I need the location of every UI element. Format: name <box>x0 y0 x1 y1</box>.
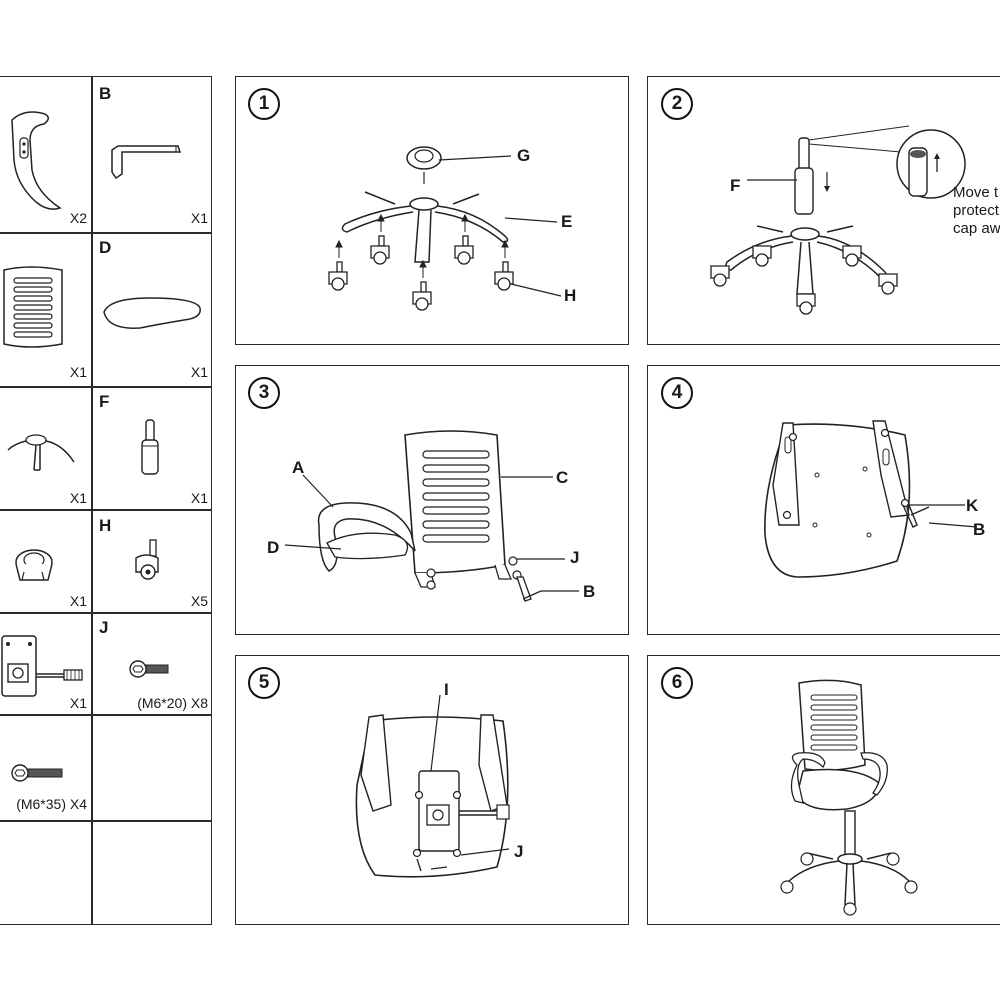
step-1-label-h: H <box>564 286 577 305</box>
step-5-number: 5 <box>248 667 280 699</box>
part-qty-k: (M6*35) X4 <box>16 796 87 812</box>
step-5-diagram <box>355 694 510 878</box>
backrest-part-drawing <box>3 266 63 348</box>
part-qty-h: X5 <box>190 593 208 609</box>
step-3-diagram <box>284 430 579 602</box>
part-letter-j: J <box>99 618 109 637</box>
bolt-m6-35-drawing <box>11 764 63 782</box>
step-1-diagram <box>328 146 562 311</box>
step-6-number: 6 <box>661 667 693 699</box>
part-qty-d: X1 <box>190 364 208 380</box>
part-qty-i: X1 <box>69 695 87 711</box>
step-6-diagram <box>780 679 918 916</box>
step-2-label-f: F <box>730 176 741 195</box>
step-2-number: 2 <box>661 88 693 120</box>
part-qty-f: X1 <box>190 490 208 506</box>
part-cell-empty-3 <box>91 820 212 925</box>
part-letter-h: H <box>99 516 112 535</box>
part-cell-i <box>0 612 93 716</box>
mechanism-part-drawing <box>1 635 83 697</box>
step-3-label-j: J <box>570 548 580 567</box>
step-2-panel <box>647 76 1000 345</box>
step-4-diagram <box>764 420 978 578</box>
step-1-label-e: E <box>561 212 573 231</box>
part-cell-c <box>0 232 93 388</box>
step-4-number: 4 <box>661 377 693 409</box>
part-qty-e: X1 <box>69 490 87 506</box>
step-5-label-i: I <box>444 680 449 699</box>
step-4-label-k: K <box>966 496 979 515</box>
step-1-label-g: G <box>517 146 531 165</box>
gas-lift-part-drawing <box>141 419 159 475</box>
step-3-label-b: B <box>583 582 596 601</box>
part-cell-empty-2 <box>0 820 93 925</box>
step-2-diagram <box>710 125 966 315</box>
step-1-number: 1 <box>248 88 280 120</box>
caster-part-drawing <box>135 539 159 580</box>
seat-part-drawing <box>103 297 201 329</box>
base-cover-part-drawing <box>15 549 53 581</box>
step-1-panel <box>235 76 629 345</box>
step-3-label-d: D <box>267 538 280 557</box>
part-cell-g <box>0 509 93 614</box>
step-5-label-j: J <box>514 842 524 861</box>
armrest-part-drawing <box>11 111 62 210</box>
bolt-m6-20-drawing <box>129 660 169 678</box>
allen-key-drawing <box>111 145 182 180</box>
part-cell-d <box>91 232 212 388</box>
part-cell-j <box>91 612 212 716</box>
part-cell-h <box>91 509 212 614</box>
part-cell-b <box>91 76 212 234</box>
part-cell-a <box>0 76 93 234</box>
step-4-label-b: B <box>973 520 986 539</box>
part-letter-f: F <box>99 392 110 411</box>
part-letter-d: D <box>99 238 112 257</box>
part-qty-a: X2 <box>69 210 87 226</box>
step-2-note: Move t protect cap aw <box>953 184 1000 237</box>
part-qty-c: X1 <box>69 364 87 380</box>
step-3-label-a: A <box>292 458 305 477</box>
part-cell-empty-1 <box>91 714 212 822</box>
part-qty-b: X1 <box>190 210 208 226</box>
part-cell-f <box>91 386 212 511</box>
part-cell-e <box>0 386 93 511</box>
part-qty-j: (M6*20) X8 <box>137 695 208 711</box>
base-part-drawing <box>7 434 75 471</box>
step-3-label-c: C <box>556 468 569 487</box>
part-qty-g: X1 <box>69 593 87 609</box>
part-cell-k <box>0 714 93 822</box>
step-3-number: 3 <box>248 377 280 409</box>
part-letter-b: B <box>99 84 112 103</box>
